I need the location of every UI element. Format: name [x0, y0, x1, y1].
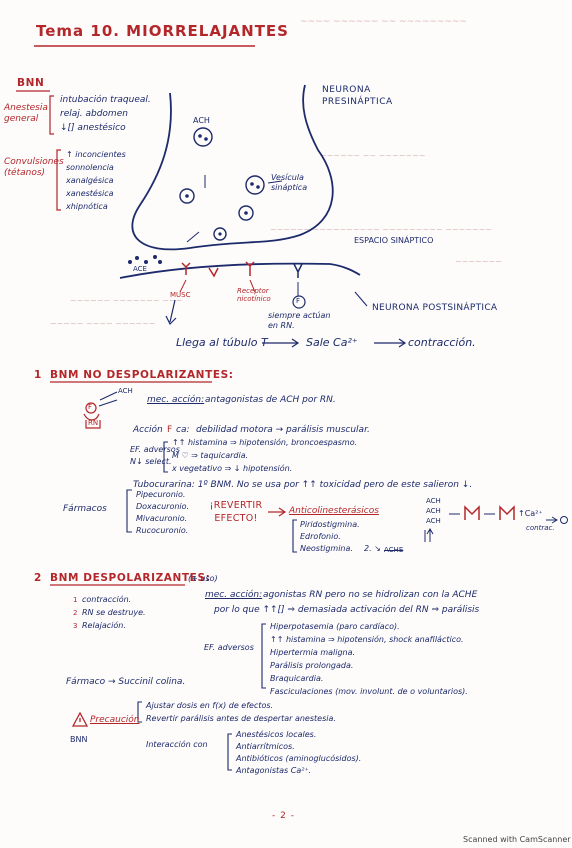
ef-adverso-2-item: Hipertermia maligna.	[270, 648, 356, 657]
contraction-text: contracción.	[408, 336, 476, 349]
synaptic-space-label: ESPACIO SINÁPTICO	[354, 236, 434, 245]
mec-accion-2-text2: por lo que ↑↑[] ⇒ demasiada activación d…	[214, 605, 480, 615]
tubocurarina-text: Tubocurarina: 1º BNM. No se usa por ↑↑ t…	[133, 480, 473, 490]
anticolin-item: Neostigmina.	[300, 544, 353, 553]
farmaco-item: Rucocuronio.	[136, 526, 189, 535]
ach-stack-item: ACH	[426, 507, 441, 515]
musc-label: MUSC	[170, 291, 191, 299]
convulsiones-item: sonnolencia	[66, 163, 114, 172]
bleed-through-text: ~~~~ ~~~~~~ ~~ ~~~~~~~~~	[300, 17, 467, 27]
revertir-efecto: ¡REVERTIR EFECTO!	[209, 500, 263, 524]
always-rn-note: siempre actúan en RN.	[268, 311, 331, 330]
step-item: contracción.	[82, 595, 132, 604]
step-item: RN se destruye.	[82, 608, 146, 617]
interaccion-item: Antagonistas Ca²⁺.	[236, 766, 312, 775]
step-item: Relajación.	[82, 621, 126, 630]
mec-accion-label: mec. acción:	[147, 395, 205, 405]
contrac-label: contrac.	[526, 524, 555, 532]
ef-adverso-2-item: Braquicardia.	[270, 674, 324, 683]
vesicle-label: Vesícula sináptica	[271, 173, 308, 192]
precaucion-item: Ajustar dosis en f(x) de efectos.	[146, 701, 274, 710]
bleed-through-text: ~~~~~~ ~~~~~~~ ~~~	[70, 296, 183, 305]
anestesia-item: relaj. abdomen	[60, 109, 128, 119]
bleed-through-text: ~~~~~~ ~~~~~~~~~~ ~~~~~~~~~ ~~~~~~~	[270, 225, 493, 234]
mec-accion-2-text: agonistas RN pero no se hidrolizan con l…	[263, 590, 478, 600]
bnn-label: BNN	[17, 77, 45, 89]
accion-text: debilidad motora → parálisis muscular.	[196, 425, 370, 435]
anestesia-item: intubación traqueal.	[60, 95, 151, 105]
section2-title: BNM DESPOLARIZANTES:	[50, 572, 211, 584]
precaucion-item: Revertir parálisis antes de despertar an…	[146, 714, 336, 723]
ef-adversos-label: EF. adversos	[130, 445, 180, 454]
convulsiones-item: xanalgésica	[66, 176, 114, 185]
ef-adverso-2-item: Fasciculaciones (mov. involunt. de o vol…	[270, 687, 468, 696]
arrow-note: 2. ↘	[364, 544, 381, 553]
interaccion-item: Anestésicos locales.	[236, 730, 317, 739]
step-number: 1	[73, 596, 78, 604]
accion-suffix: ca:	[176, 425, 190, 435]
interaccion-item: Antiarrítmicos.	[236, 742, 295, 751]
ef-adversos-sub: N↓ select.	[130, 457, 172, 466]
section1-number: 1	[34, 369, 42, 381]
accion-label: Acción	[133, 425, 163, 435]
ef-adverso-2-item: Hiperpotasemia (paro cardíaco).	[270, 622, 400, 631]
section1-title: BNM NO DESPOLARIZANTES:	[50, 369, 234, 381]
mec-accion-text: antagonistas de ACH por RN.	[205, 395, 336, 405]
ef-adversos-2-label: EF. adversos	[204, 643, 254, 652]
farmacos-label: Fármacos	[63, 504, 107, 514]
anticolin-item: Piridostigmina.	[300, 520, 360, 529]
precaucion-label: Precaución	[90, 715, 140, 725]
bleed-through-text: ~~~~~~ ~~ ~~~~~~~	[320, 151, 426, 160]
calcium-label: ↑Ca²⁺	[518, 509, 543, 518]
ef-adverso-item: M ♡ ⇒ taquicardia.	[172, 451, 249, 460]
anestesia-general-label: Anestesia general	[4, 103, 48, 124]
step-number: 3	[73, 622, 78, 630]
page-title: Tema 10. MIORRELAJANTES	[36, 22, 289, 40]
section2-note: (+ uso)	[188, 574, 218, 583]
section1-f-symbol: F	[88, 403, 93, 411]
calcium-release-text: Sale Ca²⁺	[306, 336, 358, 349]
bleed-through-text: ~~~~~~~	[455, 257, 502, 266]
ace-label: ACE	[133, 265, 147, 273]
convulsiones-item: xanestésica	[66, 189, 114, 198]
ach-label: ACH	[193, 116, 210, 125]
nicotinic-receptor-label: Receptor nicotínico	[237, 287, 271, 304]
convulsiones-item: ↑ inconcientes	[66, 150, 126, 159]
ach-stack-item: ACH	[426, 497, 441, 505]
step-number: 2	[73, 609, 78, 617]
ache-label: ACHE	[384, 546, 404, 554]
farmaco-item: Pipecuronio.	[136, 490, 186, 499]
farmaco-item: Doxacuronio.	[136, 502, 190, 511]
section1-rn-label: RN	[88, 419, 99, 427]
convulsiones-item: xhipnótica	[66, 202, 108, 211]
section1-ach-label: ACH	[118, 387, 133, 395]
succinil-colina: Fármaco → Succinil colina.	[66, 677, 186, 687]
ach-stack-item: ACH	[426, 517, 441, 525]
scanner-watermark: Scanned with CamScanner	[463, 835, 571, 844]
f-symbol: F	[296, 297, 301, 305]
interaccion-label: Interacción con	[146, 740, 208, 749]
page-number: - 2 -	[272, 811, 295, 821]
farmaco-item: Mivacuronio.	[136, 514, 188, 523]
precaucion-bnn: BNN	[70, 735, 88, 744]
interaccion-item: Antibióticos (aminoglucósidos).	[236, 754, 362, 763]
convulsiones-label: Convulsiones (tétanos)	[4, 157, 64, 179]
ef-adverso-2-item: ↑↑ histamina ⇒ hipotensión, shock anafil…	[270, 635, 464, 644]
t-tubule-text: Llega al túbulo T	[176, 336, 268, 349]
presynaptic-neuron-label: NEURONA PRESINÁPTICA	[322, 85, 393, 108]
bleed-through-text: ~~~~~ ~~~~ ~~~~~~	[50, 319, 156, 328]
ef-adverso-item: x vegetativo ⇒ ↓ hipotensión.	[172, 464, 293, 473]
anticolin-item: Edrofonio.	[300, 532, 341, 541]
section2-number: 2	[34, 572, 42, 584]
anticolinesterasicos-label: Anticolinesterásicos	[289, 506, 379, 516]
accion-f-symbol: F	[167, 425, 173, 435]
postsynaptic-neuron-label: NEURONA POSTSINÁPTICA	[372, 303, 498, 313]
anestesia-item: ↓[] anestésico	[60, 123, 126, 133]
ef-adverso-2-item: Parálisis prolongada.	[270, 661, 354, 670]
ef-adverso-item: ↑↑ histamina ⇒ hipotensión, broncoespasm…	[172, 438, 358, 447]
mec-accion-2-label: mec. acción:	[205, 590, 263, 600]
